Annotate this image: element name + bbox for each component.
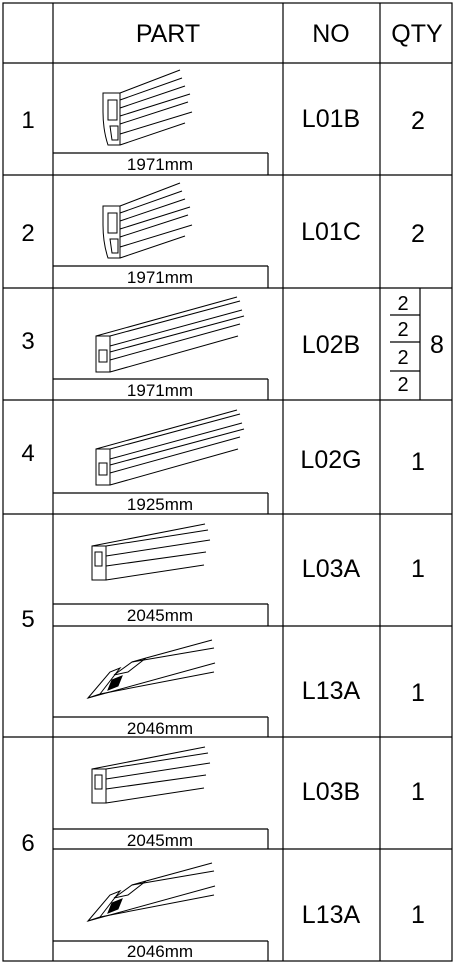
part-length: 1971mm <box>126 268 194 287</box>
channel-profile-icon <box>91 523 211 581</box>
part-length: 1971mm <box>126 155 194 174</box>
corner-post-profile-icon <box>102 182 193 259</box>
part-number: L03A <box>301 555 361 583</box>
row-index: 6 <box>21 830 35 857</box>
angled-strip-profile-icon <box>86 639 216 700</box>
part-length: 1971mm <box>126 381 194 400</box>
quantity-breakdown: 2 <box>397 347 409 369</box>
row-index: 3 <box>21 328 35 355</box>
part-length: 2045mm <box>126 831 194 850</box>
corner-post-profile-icon <box>102 69 193 146</box>
quantity-breakdown: 2 <box>397 374 409 396</box>
quantity-breakdown: 2 <box>397 293 409 315</box>
part-number: L01C <box>301 218 361 246</box>
header-part: PART <box>135 20 201 48</box>
part-number: L03B <box>301 778 361 806</box>
row-index: 5 <box>21 606 35 633</box>
header-qty: QTY <box>391 20 443 48</box>
quantity-breakdown: 2 <box>397 319 409 341</box>
part-quantity: 2 <box>411 220 425 248</box>
channel-profile-icon <box>91 746 211 804</box>
part-number: L02B <box>301 331 361 359</box>
flat-rail-profile-icon <box>95 409 245 486</box>
flat-rail-profile-icon <box>95 296 245 373</box>
part-quantity: 1 <box>411 555 425 583</box>
part-length: 2045mm <box>126 606 194 625</box>
part-length: 2046mm <box>126 719 194 738</box>
part-quantity: 1 <box>411 901 425 929</box>
part-number: L02G <box>300 446 362 474</box>
part-number: L13A <box>301 677 361 705</box>
header-no: NO <box>312 20 350 48</box>
row-index: 4 <box>21 440 35 467</box>
part-number: L13A <box>301 901 361 929</box>
part-quantity: 8 <box>430 331 444 359</box>
angled-strip-profile-icon <box>86 862 216 923</box>
part-quantity: 1 <box>411 448 425 476</box>
row-index: 2 <box>21 220 35 247</box>
part-quantity: 1 <box>411 679 425 707</box>
part-length: 2046mm <box>126 942 194 961</box>
part-length: 1925mm <box>126 495 194 514</box>
part-quantity: 2 <box>411 107 425 135</box>
row-index: 1 <box>21 107 35 134</box>
part-quantity: 1 <box>411 778 425 806</box>
part-number: L01B <box>301 105 361 133</box>
